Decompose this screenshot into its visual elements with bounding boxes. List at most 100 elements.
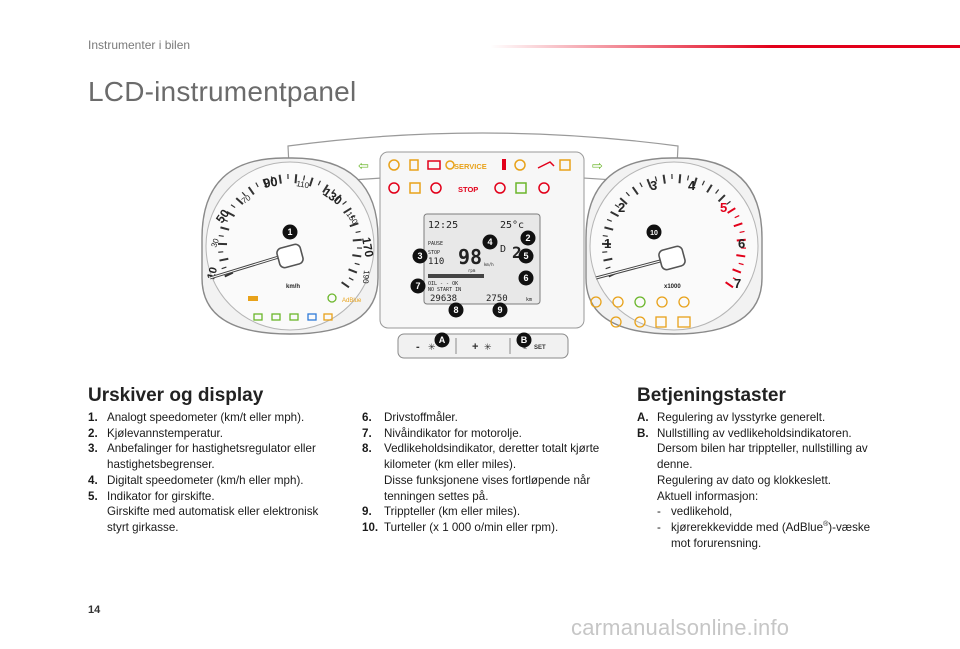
speedo-label-30: 30 bbox=[209, 237, 221, 249]
gauge-tick bbox=[219, 257, 229, 262]
list-item: 10. Turteller (x 1 000 o/min eller rpm). bbox=[362, 520, 624, 536]
gauge-tick bbox=[692, 177, 698, 187]
controls-list: A. Regulering av lysstyrke generelt. B. … bbox=[637, 410, 887, 551]
list-item: 1. Analogt speedometer (km/t eller mph). bbox=[88, 410, 343, 426]
lcd-trip: 2750 bbox=[486, 294, 508, 304]
side-lights-icon bbox=[253, 313, 263, 321]
item-text: kjørerekkevidde med (AdBlue bbox=[671, 520, 824, 534]
gauge-tick bbox=[639, 182, 643, 188]
callout-circle bbox=[518, 270, 534, 286]
page-title: LCD-instrumentpanel bbox=[88, 76, 357, 107]
fuel-warning-icon bbox=[409, 159, 419, 171]
header-accent-rule bbox=[490, 45, 960, 48]
callout-label: 6 bbox=[523, 273, 528, 283]
item-text: tenningen settes på. bbox=[384, 489, 489, 503]
item-text: denne. bbox=[657, 458, 693, 472]
gauge-tick bbox=[220, 226, 230, 231]
brightness-minus-button[interactable]: - bbox=[416, 341, 420, 353]
gauge-tick bbox=[348, 277, 354, 281]
indicator-lights-bottom: AdBlue bbox=[248, 293, 691, 328]
item-number: 9. bbox=[362, 505, 372, 519]
left-turn-indicator-icon: ⇦ bbox=[358, 159, 369, 174]
gauge-tick bbox=[732, 268, 742, 274]
lcd-odometer: 29638 bbox=[430, 294, 457, 304]
sub-list-item: - vedlikehold, bbox=[657, 504, 887, 520]
item-number: 10. bbox=[362, 520, 379, 534]
gauge-tick bbox=[602, 234, 608, 237]
trailer-warning-icon bbox=[515, 182, 527, 194]
brightness-plus-button[interactable]: + bbox=[472, 341, 478, 353]
callout-circle bbox=[448, 302, 464, 318]
gauge-tick bbox=[247, 186, 255, 195]
gauge-tick bbox=[294, 174, 298, 184]
callout-label: B bbox=[521, 335, 528, 345]
gauge-tick bbox=[646, 178, 652, 188]
list-item: 9. Trippteller (km eller miles). bbox=[362, 504, 624, 520]
item-number: 1. bbox=[88, 411, 98, 424]
callout-label: A bbox=[439, 335, 446, 345]
item-text: Regulering av dato og klokkeslett. bbox=[657, 473, 832, 487]
callout-label: 3 bbox=[417, 251, 422, 261]
gauge-tick bbox=[725, 281, 734, 289]
tacho-unit: x1000 bbox=[664, 284, 681, 290]
gauge-tick bbox=[706, 184, 713, 193]
gauge-tick bbox=[654, 176, 658, 182]
item-text: Dersom bilen har trippteller, nullstilli… bbox=[657, 442, 868, 456]
item-text: Regulering av lysstyrke generelt. bbox=[657, 411, 826, 424]
gauge-tick bbox=[355, 230, 361, 234]
callout-circle bbox=[520, 230, 536, 246]
gauge-tick bbox=[241, 191, 246, 197]
item-text: )-væske bbox=[828, 520, 871, 534]
lcd-km-unit: km bbox=[526, 297, 532, 303]
lcd-clock: 12:25 bbox=[428, 220, 458, 231]
callout-circle bbox=[646, 224, 662, 240]
gauge-tick bbox=[727, 207, 736, 214]
gauge-tick bbox=[678, 174, 682, 184]
tacho-label-6: 6 bbox=[738, 236, 745, 251]
brightness-plus-icon: ✳ bbox=[484, 343, 492, 353]
gauge-tick bbox=[235, 197, 244, 205]
lcd-gear-number: 2 bbox=[512, 243, 522, 262]
gauge-tick bbox=[603, 257, 613, 262]
callout-label: 1 bbox=[287, 227, 292, 237]
tacho-indicator-8-icon bbox=[655, 316, 667, 328]
gauge-tick bbox=[226, 210, 236, 217]
item-text: Nivåindikator for motorolje. bbox=[384, 426, 522, 440]
list-item: 3. Anbefalinger for hastighetsregulator … bbox=[88, 441, 343, 472]
callout-label: 9 bbox=[497, 305, 502, 315]
item-text: Vedlikeholdsindikator, deretter totalt k… bbox=[384, 442, 600, 456]
callout-circle bbox=[482, 234, 498, 250]
gauge-tick bbox=[619, 197, 628, 205]
gauge-tick bbox=[352, 238, 362, 242]
list-item: 5. Indikator for girskifte. Girskifte me… bbox=[88, 489, 343, 536]
lcd-pause-label: PAUSE bbox=[428, 241, 443, 247]
section-label: Instrumenter i bilen bbox=[88, 38, 191, 52]
gauge-tick bbox=[726, 200, 731, 205]
item-text: Girskifte med automatisk eller elektroni… bbox=[107, 505, 319, 519]
gauge-tick bbox=[701, 180, 705, 186]
watermark: carmanualsonline.info bbox=[571, 615, 790, 640]
brake-warning-icon bbox=[559, 159, 571, 171]
list-item: 7. Nivåindikator for motorolje. bbox=[362, 426, 624, 442]
speedo-label-190: 190 bbox=[361, 270, 371, 285]
speedo-label-90: 90 bbox=[262, 174, 279, 191]
gauge-tick bbox=[322, 184, 329, 193]
tacho-indicator-4-icon bbox=[656, 296, 668, 308]
gauge-tick bbox=[354, 262, 360, 266]
gauge-tick bbox=[732, 277, 738, 281]
registered-mark: ® bbox=[823, 521, 829, 529]
gauge-tick bbox=[739, 230, 745, 234]
callout-label: 4 bbox=[487, 237, 492, 247]
callout-label: 5 bbox=[523, 251, 528, 261]
callout-circle bbox=[410, 278, 426, 294]
set-button[interactable]: SET bbox=[534, 345, 546, 351]
gauge-tick bbox=[614, 204, 620, 209]
callout-circle bbox=[434, 332, 450, 348]
item-text: Disse funksjonene vises fortløpende når bbox=[384, 473, 591, 487]
item-text: Kjølevannstemperatur. bbox=[107, 426, 223, 440]
lcd-digital-speed: 98 bbox=[458, 245, 482, 269]
item-number: 7. bbox=[362, 426, 372, 440]
item-text: Analogt speedometer (km/t eller mph). bbox=[107, 411, 305, 424]
brightness-minus-icon: ✳ bbox=[428, 343, 436, 353]
